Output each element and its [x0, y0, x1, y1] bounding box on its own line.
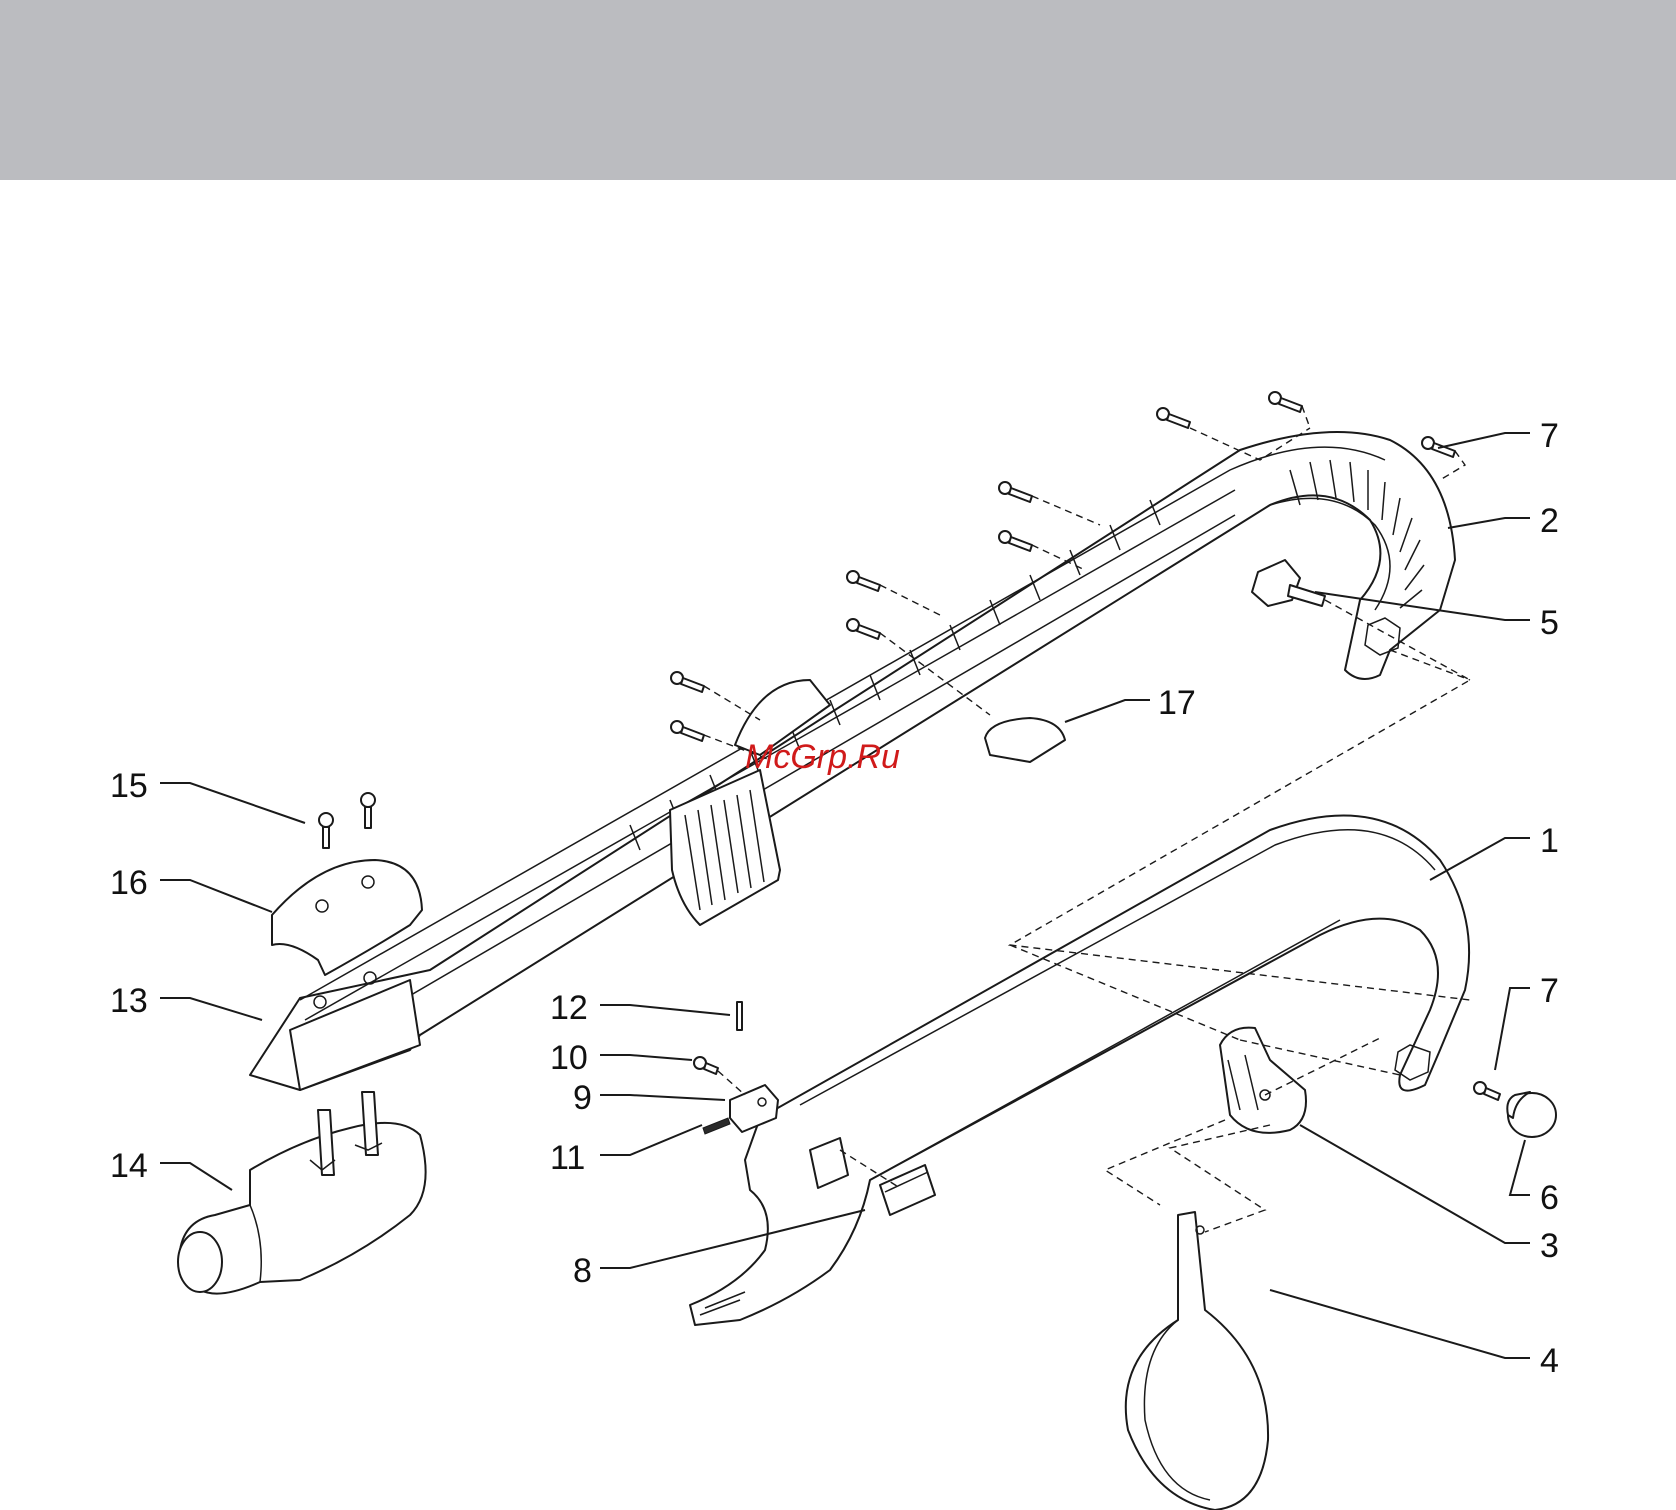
part-15-screws — [319, 793, 375, 848]
part-6-cap — [1507, 1092, 1556, 1137]
callout-9: 9 — [573, 1079, 592, 1117]
screw — [1474, 1082, 1500, 1100]
callout-8: 8 — [573, 1252, 592, 1290]
callout-12: 12 — [550, 989, 588, 1027]
screw — [671, 672, 704, 692]
part-14-connector — [178, 1092, 426, 1294]
callout-3: 3 — [1540, 1227, 1559, 1265]
callout-17: 17 — [1158, 684, 1196, 722]
callout-2: 2 — [1540, 502, 1559, 540]
part-1-handle-cover — [690, 815, 1469, 1325]
callout-13: 13 — [110, 982, 148, 1020]
callout-7-top: 7 — [1540, 417, 1559, 455]
screw — [847, 571, 880, 591]
callout-11: 11 — [550, 1139, 585, 1177]
callout-14: 14 — [110, 1147, 148, 1185]
part-5-knob — [1252, 560, 1325, 606]
part-12-pin — [737, 1002, 742, 1030]
screw — [319, 813, 333, 848]
callout-1: 1 — [1540, 822, 1559, 860]
watermark: McGrp.Ru — [745, 738, 900, 776]
callout-4: 4 — [1540, 1342, 1559, 1380]
screw — [999, 531, 1032, 551]
screw — [999, 482, 1032, 502]
screw — [361, 793, 375, 828]
screw — [671, 721, 704, 741]
part-16-clamp-top — [272, 860, 422, 975]
part-3-clamp-bracket — [1220, 1028, 1306, 1133]
callout-16: 16 — [110, 864, 148, 902]
part-11-spring — [703, 1118, 730, 1134]
screw — [847, 619, 880, 639]
callout-5: 5 — [1540, 604, 1559, 642]
callout-10: 10 — [550, 1039, 588, 1077]
screw — [1157, 408, 1190, 428]
callout-6: 6 — [1540, 1179, 1559, 1217]
part-17-pad — [985, 718, 1065, 762]
part-4-strap — [1126, 1212, 1268, 1510]
callout-7-bottom: 7 — [1540, 972, 1559, 1010]
part-10-screw — [694, 1057, 718, 1074]
callout-15: 15 — [110, 767, 148, 805]
part-8-flap — [880, 1165, 935, 1215]
screw — [1269, 392, 1302, 412]
